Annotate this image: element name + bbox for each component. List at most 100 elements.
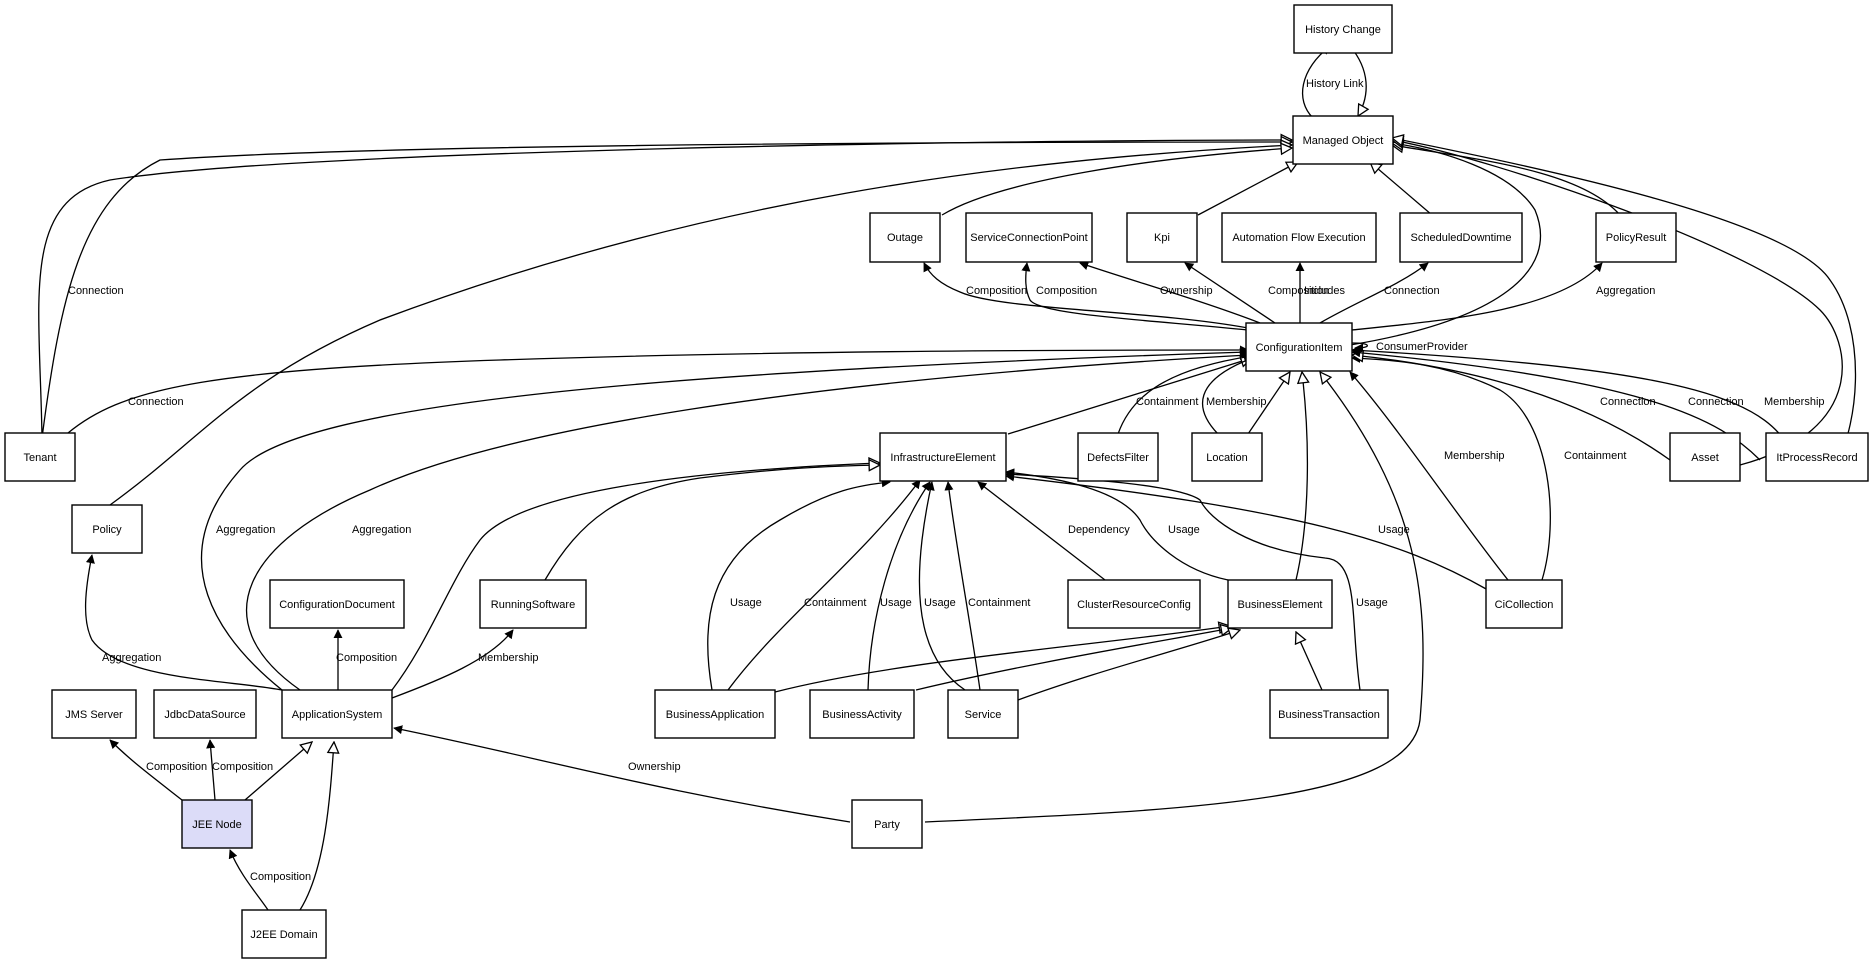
node-it-process-record[interactable]: ItProcessRecord bbox=[1765, 432, 1869, 482]
edge-label-rs-membership: Membership bbox=[478, 652, 539, 664]
node-j2ee-domain[interactable]: J2EE Domain bbox=[241, 909, 327, 959]
node-label: Managed Object bbox=[1303, 135, 1384, 147]
node-configuration-item[interactable]: ConfigurationItem bbox=[1245, 322, 1353, 372]
edge-label-party-ownership: Ownership bbox=[628, 761, 681, 773]
node-label: Kpi bbox=[1154, 232, 1170, 244]
edge-label-bt-usage: Usage bbox=[1356, 597, 1388, 609]
node-service-connection-point[interactable]: ServiceConnectionPoint bbox=[965, 212, 1093, 263]
edge-label-svc-containment: Containment bbox=[968, 597, 1030, 609]
node-history-change[interactable]: History Change bbox=[1293, 4, 1393, 54]
edge-bact-be bbox=[915, 628, 1232, 691]
node-policy[interactable]: Policy bbox=[71, 504, 143, 554]
node-label: Policy bbox=[92, 524, 122, 536]
edge-label-aggregation-left: Aggregation bbox=[216, 524, 275, 536]
edge-label-cic-usage: Usage bbox=[1378, 524, 1410, 536]
edge-ie-ci bbox=[1007, 358, 1252, 435]
edge-ci-outage bbox=[923, 262, 1249, 329]
edge-crc-ie bbox=[977, 481, 1106, 581]
node-kpi[interactable]: Kpi bbox=[1126, 212, 1198, 263]
node-policy-result[interactable]: PolicyResult bbox=[1595, 212, 1677, 263]
edge-policy-managed-object bbox=[109, 145, 1292, 506]
node-configuration-document[interactable]: ConfigurationDocument bbox=[269, 579, 405, 629]
edge-label-itpr-connection: Connection bbox=[1688, 396, 1744, 408]
node-infrastructure-element[interactable]: InfrastructureElement bbox=[879, 432, 1007, 482]
edge-label-j2ee-composition: Composition bbox=[250, 871, 311, 883]
edge-itpr-managed-object bbox=[1392, 138, 1857, 466]
node-business-application[interactable]: BusinessApplication bbox=[654, 689, 776, 739]
node-application-system[interactable]: ApplicationSystem bbox=[281, 689, 393, 739]
edge-label-cfgdoc-composition: Composition bbox=[336, 652, 397, 664]
edge-svc-ie-containment bbox=[944, 481, 981, 691]
node-party[interactable]: Party bbox=[851, 799, 923, 849]
edge-label-sd-connection: Connection bbox=[1384, 285, 1440, 297]
node-location[interactable]: Location bbox=[1191, 432, 1263, 482]
edge-bt-be bbox=[1296, 632, 1323, 691]
edge-svc-be bbox=[1017, 630, 1240, 701]
node-label: J2EE Domain bbox=[250, 929, 317, 941]
edge-ba-be bbox=[774, 626, 1230, 693]
node-cluster-resource-config[interactable]: ClusterResourceConfig bbox=[1067, 579, 1201, 629]
node-business-transaction[interactable]: BusinessTransaction bbox=[1269, 689, 1389, 739]
node-label: CiCollection bbox=[1495, 599, 1554, 611]
node-label: History Change bbox=[1305, 24, 1381, 36]
node-defects-filter[interactable]: DefectsFilter bbox=[1077, 432, 1159, 482]
edge-rs-ie bbox=[544, 465, 880, 581]
edge-label-ba-usage: Usage bbox=[730, 597, 762, 609]
edge-ci-scp bbox=[1021, 262, 1249, 331]
nodes: History Change Managed Object Outage Ser… bbox=[4, 4, 1869, 959]
edge-kpi-managed-object bbox=[1197, 162, 1298, 216]
node-managed-object[interactable]: Managed Object bbox=[1292, 115, 1394, 165]
node-business-element[interactable]: BusinessElement bbox=[1227, 579, 1333, 629]
edge-svc-ie-usage bbox=[918, 481, 966, 691]
edge-label-be-usage: Usage bbox=[1168, 524, 1200, 536]
edge-asset-managed-object bbox=[1392, 140, 1843, 466]
node-tenant[interactable]: Tenant bbox=[4, 432, 76, 482]
node-service[interactable]: Service bbox=[947, 689, 1019, 739]
node-label: ScheduledDowntime bbox=[1411, 232, 1512, 244]
node-label: ConfigurationItem bbox=[1256, 342, 1343, 354]
edge-party-ci bbox=[924, 372, 1424, 823]
edge-label-includes: Includes bbox=[1304, 285, 1345, 297]
edge-as-ci-aggregation-left bbox=[200, 347, 1249, 691]
edge-label-asset-connection: Connection bbox=[1600, 396, 1656, 408]
node-jms-server[interactable]: JMS Server bbox=[51, 689, 137, 739]
edge-label-policy-aggregation: Aggregation bbox=[102, 652, 161, 664]
edge-label-ownership: Ownership bbox=[1160, 285, 1213, 297]
node-asset[interactable]: Asset bbox=[1669, 432, 1741, 482]
edge-as-rs bbox=[391, 629, 514, 699]
edge-label-consumer-provider: ConsumerProvider bbox=[1376, 341, 1468, 353]
edge-cic-ie bbox=[1005, 472, 1489, 591]
node-business-activity[interactable]: BusinessActivity bbox=[809, 689, 915, 739]
edge-label-kpi-composition: Composition bbox=[1268, 285, 1329, 297]
edge-label-itpr-membership: Membership bbox=[1764, 396, 1825, 408]
node-ci-collection[interactable]: CiCollection bbox=[1485, 579, 1563, 629]
edge-pr-managed-object bbox=[1392, 145, 1621, 216]
edge-labels: History Link Connection Composition Comp… bbox=[68, 78, 1825, 883]
node-running-software[interactable]: RunningSoftware bbox=[479, 579, 587, 629]
edge-ci-kpi bbox=[1184, 262, 1276, 324]
edge-as-ie bbox=[391, 463, 880, 691]
edge-label-outage-composition: Composition bbox=[966, 285, 1027, 297]
edge-ci-ownership bbox=[1079, 261, 1261, 324]
node-jee-node[interactable]: JEE Node bbox=[181, 799, 253, 849]
node-label: ConfigurationDocument bbox=[279, 599, 395, 611]
node-jdbc-data-source[interactable]: JdbcDataSource bbox=[153, 689, 257, 739]
edge-location-ci bbox=[1201, 354, 1290, 435]
node-label: ServiceConnectionPoint bbox=[970, 232, 1087, 244]
node-scheduled-downtime[interactable]: ScheduledDowntime bbox=[1399, 212, 1523, 263]
node-label: DefectsFilter bbox=[1087, 452, 1149, 464]
node-label: Party bbox=[874, 819, 900, 831]
edge-bact-ie-usage bbox=[867, 481, 931, 691]
node-automation-flow-execution[interactable]: Automation Flow Execution bbox=[1221, 212, 1377, 263]
edge-tenant-managed-object bbox=[38, 140, 1292, 439]
edge-label-aggregation-right: Aggregation bbox=[352, 524, 411, 536]
edge-label-bact-usage: Usage bbox=[880, 597, 912, 609]
node-label: ClusterResourceConfig bbox=[1077, 599, 1191, 611]
node-label: Service bbox=[965, 709, 1002, 721]
node-label: ItProcessRecord bbox=[1776, 452, 1857, 464]
edge-sd-managed-object bbox=[1370, 162, 1433, 216]
edge-ci-pr bbox=[1351, 262, 1603, 331]
edge-jee-as bbox=[244, 742, 312, 801]
node-outage[interactable]: Outage bbox=[869, 212, 941, 263]
